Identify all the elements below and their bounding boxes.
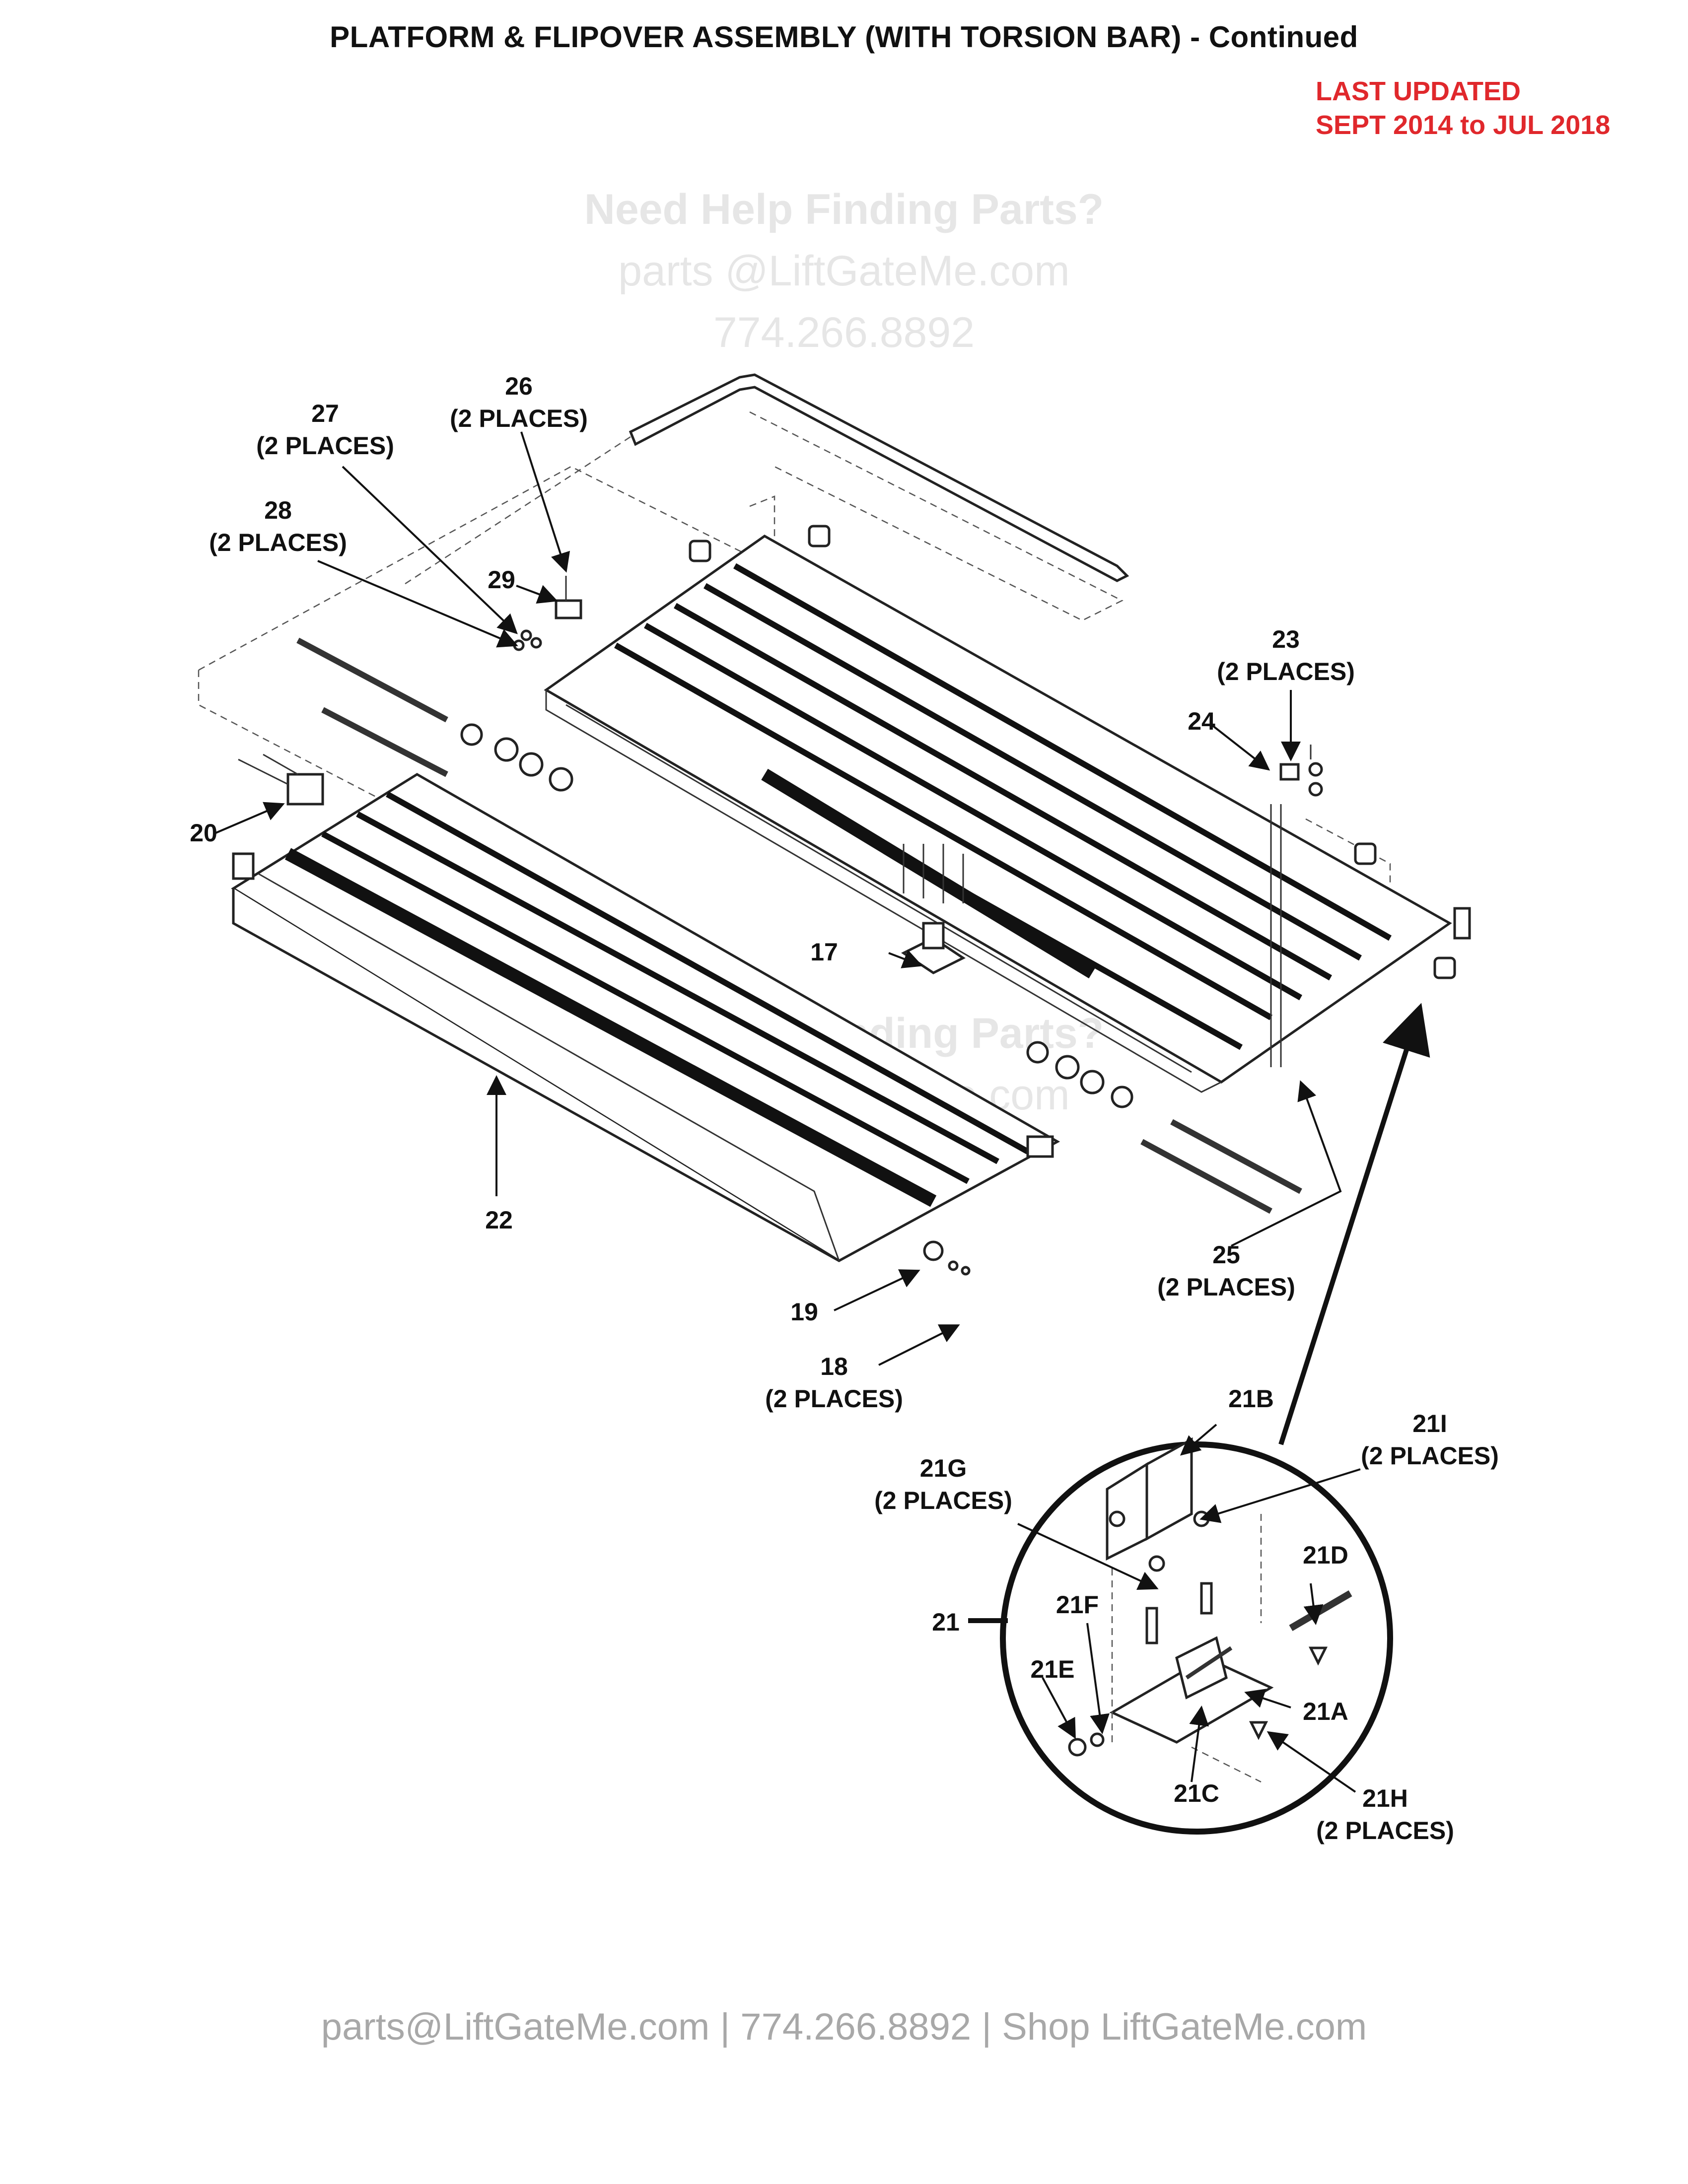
- callout-17: 17: [810, 938, 838, 966]
- last-updated-range: SEPT 2014 to JUL 2018: [1316, 110, 1611, 140]
- callout-27: 27: [311, 400, 339, 427]
- callout-26-note: (2 PLACES): [450, 405, 588, 432]
- callout-21C: 21C: [1174, 1779, 1219, 1807]
- callout-26: 26: [505, 372, 533, 400]
- callout-20: 20: [190, 819, 217, 847]
- hinge-pins-left: [296, 637, 573, 792]
- detail-view-21: [1000, 1437, 1393, 1835]
- callout-18-note: (2 PLACES): [765, 1385, 903, 1413]
- callout-23-note: (2 PLACES): [1217, 658, 1355, 685]
- callout-23: 23: [1272, 625, 1300, 653]
- callout-29: 29: [488, 566, 515, 594]
- callout-21H: 21H: [1362, 1784, 1408, 1812]
- callout-28: 28: [264, 496, 292, 524]
- callout-labels: 17 18 (2 PLACES) 19 20 21 21A 21B 21C 21…: [190, 372, 1499, 1844]
- leader-lines: [213, 431, 1430, 1793]
- callout-21D: 21D: [1303, 1541, 1348, 1569]
- callout-21I: 21I: [1412, 1410, 1447, 1437]
- callout-25: 25: [1212, 1241, 1240, 1269]
- callout-21A: 21A: [1303, 1698, 1348, 1725]
- hardware-bits: [238, 576, 1323, 1276]
- callout-21: 21: [932, 1608, 960, 1636]
- callout-21F: 21F: [1056, 1591, 1099, 1619]
- callout-19: 19: [790, 1298, 818, 1326]
- callout-24: 24: [1188, 707, 1215, 735]
- callout-25-note: (2 PLACES): [1157, 1273, 1295, 1301]
- callout-28-note: (2 PLACES): [209, 529, 347, 556]
- callout-21G: 21G: [920, 1454, 967, 1482]
- last-updated-note: LAST UPDATED SEPT 2014 to JUL 2018: [1316, 74, 1610, 142]
- callout-27-note: (2 PLACES): [256, 432, 394, 460]
- hinge-pins-right: [1026, 1041, 1302, 1214]
- last-updated-label: LAST UPDATED: [1316, 76, 1521, 106]
- main-platform: [544, 525, 1471, 1093]
- callout-21E: 21E: [1031, 1655, 1075, 1683]
- callout-21I-note: (2 PLACES): [1361, 1442, 1499, 1470]
- flipover-platform: [231, 773, 1060, 1262]
- callout-22: 22: [485, 1206, 513, 1234]
- callout-21G-note: (2 PLACES): [874, 1487, 1012, 1514]
- page-title: PLATFORM & FLIPOVER ASSEMBLY (WITH TORSI…: [330, 20, 1358, 54]
- callout-21B: 21B: [1228, 1385, 1274, 1413]
- footer-contact: parts@LiftGateMe.com | 774.266.8892 | Sh…: [321, 2006, 1367, 2048]
- callout-21H-note: (2 PLACES): [1316, 1817, 1454, 1844]
- callout-18: 18: [820, 1353, 848, 1380]
